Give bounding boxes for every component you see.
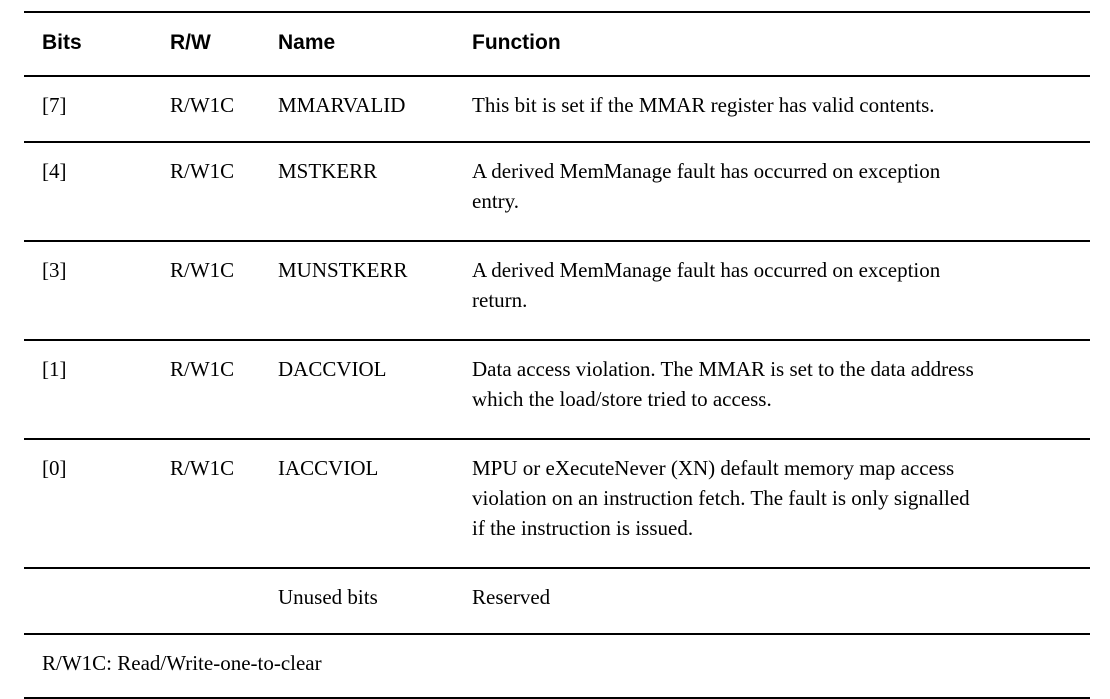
function-line: A derived MemManage fault has occurred o… bbox=[472, 159, 941, 183]
function-line: violation on an instruction fetch. The f… bbox=[472, 486, 970, 510]
cell-name: MSTKERR bbox=[260, 142, 454, 242]
cell-name: MUNSTKERR bbox=[260, 241, 454, 341]
cell-bits: [0] bbox=[24, 439, 152, 569]
column-header-name: Name bbox=[260, 11, 454, 77]
table-row: [0] R/W1C IACCVIOL MPU or eXecuteNever (… bbox=[24, 439, 1090, 569]
function-line: Reserved bbox=[472, 585, 551, 609]
function-line: which the load/store tried to access. bbox=[472, 387, 772, 411]
cell-function: A derived MemManage fault has occurred o… bbox=[454, 142, 1090, 242]
cell-name: DACCVIOL bbox=[260, 340, 454, 440]
cell-function: MPU or eXecuteNever (XN) default memory … bbox=[454, 439, 1090, 569]
register-bit-field-table: Bits R/W Name Function [7] R/W1C MMARVAL… bbox=[24, 11, 1090, 699]
cell-function: Reserved bbox=[454, 568, 1090, 635]
cell-name: IACCVIOL bbox=[260, 439, 454, 569]
function-line: Data access violation. The MMAR is set t… bbox=[472, 357, 974, 381]
table-row: Unused bits Reserved bbox=[24, 568, 1090, 635]
footnote-text: R/W1C: Read/Write-one-to-clear bbox=[24, 634, 1090, 699]
header-row: Bits R/W Name Function bbox=[24, 11, 1090, 77]
cell-bits: [7] bbox=[24, 76, 152, 143]
cell-function: Data access violation. The MMAR is set t… bbox=[454, 340, 1090, 440]
table-footnote-row: R/W1C: Read/Write-one-to-clear bbox=[24, 634, 1090, 699]
cell-bits bbox=[24, 568, 152, 635]
cell-rw: R/W1C bbox=[152, 439, 260, 569]
function-line: MPU or eXecuteNever (XN) default memory … bbox=[472, 456, 955, 480]
table-row: [1] R/W1C DACCVIOL Data access violation… bbox=[24, 340, 1090, 440]
column-header-bits-label: Bits bbox=[42, 31, 82, 54]
cell-rw: R/W1C bbox=[152, 142, 260, 242]
column-header-rw-label: R/W bbox=[170, 31, 211, 54]
cell-bits: [1] bbox=[24, 340, 152, 440]
table-row: [4] R/W1C MSTKERR A derived MemManage fa… bbox=[24, 142, 1090, 242]
table-row: [3] R/W1C MUNSTKERR A derived MemManage … bbox=[24, 241, 1090, 341]
table-body: [7] R/W1C MMARVALID This bit is set if t… bbox=[24, 76, 1090, 699]
cell-rw: R/W1C bbox=[152, 241, 260, 341]
function-line: return. bbox=[472, 288, 528, 312]
column-header-bits: Bits bbox=[24, 11, 152, 77]
cell-function: This bit is set if the MMAR register has… bbox=[454, 76, 1090, 143]
cell-rw: R/W1C bbox=[152, 340, 260, 440]
cell-name: MMARVALID bbox=[260, 76, 454, 143]
function-line: A derived MemManage fault has occurred o… bbox=[472, 258, 941, 282]
cell-rw bbox=[152, 568, 260, 635]
function-line: entry. bbox=[472, 189, 520, 213]
column-header-function: Function bbox=[454, 11, 1090, 77]
function-line: This bit is set if the MMAR register has… bbox=[472, 93, 935, 117]
function-line: if the instruction is issued. bbox=[472, 516, 694, 540]
cell-bits: [4] bbox=[24, 142, 152, 242]
cell-function: A derived MemManage fault has occurred o… bbox=[454, 241, 1090, 341]
cell-name: Unused bits bbox=[260, 568, 454, 635]
column-header-name-label: Name bbox=[278, 31, 336, 54]
table-header: Bits R/W Name Function bbox=[24, 11, 1090, 77]
column-header-rw: R/W bbox=[152, 11, 260, 77]
table-row: [7] R/W1C MMARVALID This bit is set if t… bbox=[24, 76, 1090, 143]
column-header-function-label: Function bbox=[472, 31, 561, 54]
cell-rw: R/W1C bbox=[152, 76, 260, 143]
cell-bits: [3] bbox=[24, 241, 152, 341]
